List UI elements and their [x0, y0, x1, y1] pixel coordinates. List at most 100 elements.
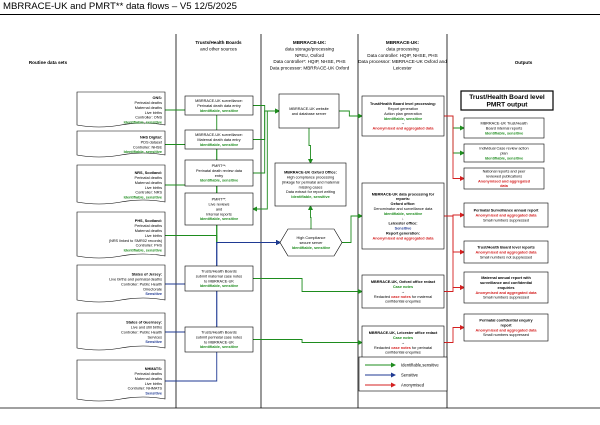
t-case-notes-ox-node — [184, 265, 254, 292]
phs-scotland-text-line: (NRS linked to SMR02 records) — [109, 239, 163, 243]
nhmats-text-line: NHMATS: — [145, 367, 162, 371]
phs-scotland-document-shape — [76, 211, 166, 259]
secure-server-node — [279, 228, 343, 257]
lane-processing-header-line: Leicester — [393, 66, 412, 71]
t-maternal-text-line: MBRRACE-UK surveillance: — [195, 133, 243, 137]
nhs-digital-node — [76, 130, 166, 158]
lane-storage-header-line: data storage/processing — [285, 46, 334, 51]
o-trust-reports-node — [463, 240, 549, 264]
t-pmrt-entry-box — [184, 159, 254, 187]
reports-processing-text-line: Report generation: — [386, 232, 420, 236]
edge-nhmats-to-secure-server — [165, 240, 281, 382]
legend-label: Anonymised — [401, 383, 425, 388]
o-perinatal-enquiry-text-line: report — [501, 323, 513, 327]
reports-processing-text-line: Anonymised and aggregated data — [373, 236, 435, 240]
t-case-notes-lei-text-line: Identifiable, sensitive — [200, 345, 238, 349]
nhmats-text-line: Perinatal deaths — [135, 372, 163, 376]
t-pmrt-reviews-box — [184, 192, 254, 226]
t-perinatal-text-line: MBRRACE-UK surveillance: — [195, 99, 243, 103]
t-pmrt-reviews-text-line: and — [216, 207, 222, 211]
t-pmrt-entry-node — [184, 159, 254, 187]
website-text-line: MBRRACE-UK website — [289, 107, 328, 111]
t-maternal-text-line: Maternal death data entry — [197, 138, 240, 142]
oxford-office-text-line: Data extract for report writing — [286, 190, 335, 194]
o-perinatal-enquiry-text-line: Perinatal confidential enquiry — [479, 319, 533, 323]
lane-processing-header-line: Data processor: MBRRACE-UK Oxford and — [358, 59, 447, 64]
trust-processing-text-line: Identifiable, sensitive — [384, 117, 422, 121]
trust-processing-node — [361, 95, 445, 137]
o-surveillance-report-text-line: Anonymised and aggregated data — [476, 213, 538, 217]
o-perinatal-enquiry-text-line: Small numbers suppressed — [483, 333, 529, 337]
t-case-notes-ox-text-line: Trusts/Health Boards — [201, 270, 237, 274]
leicester-redact-node — [361, 325, 445, 360]
oxford-office-text-line: Identifiable, sensitive — [291, 195, 329, 199]
nhmats-text-line: Live births — [145, 382, 162, 386]
jersey-node — [76, 264, 166, 303]
t-pmrt-reviews-text-line: Live reviews — [209, 202, 230, 206]
leicester-redact-box — [361, 325, 445, 360]
nrs-scotland-text-line: Live births — [145, 186, 162, 190]
o-maternal-report-node — [463, 271, 549, 304]
t-case-notes-ox-box — [184, 265, 254, 292]
reports-processing-text-line: Identifiable, sensitive — [384, 212, 422, 216]
guernsey-document-shape — [76, 312, 166, 351]
trust-processing-text-line: Action plan generation — [384, 112, 422, 116]
o-internal-reports-text-line: MBRRACE-UK Trust/Health — [480, 121, 527, 125]
jersey-text-line: Directorate — [143, 287, 162, 291]
lane-storage-header-line: NPEU, Oxford — [295, 53, 325, 58]
oxford-redact-text-line: Case notes — [393, 285, 413, 289]
o-surveillance-report-box — [463, 202, 549, 228]
o-national-reports-text-line: National reports and peer — [483, 170, 527, 174]
o-trust-reports-text-line: Small numbers not suppressed — [480, 255, 532, 259]
trust-processing-text-line: Report generation — [388, 107, 418, 111]
leicester-redact-text-line: → — [401, 341, 405, 345]
oxford-redact-text-line: → — [401, 290, 405, 294]
ons-document-shape — [76, 91, 166, 128]
oxford-office-text-line: High compliance processing — [287, 176, 335, 180]
lane-storage-header-line: Data processor: MBRRACE-UK Oxford — [270, 66, 350, 71]
phs-scotland-text-line: Controller: PHS — [136, 244, 163, 248]
o-maternal-report-text-line: surveillance and confidential — [480, 281, 532, 285]
edge-leicester-redact-to-o-perinatal-enquiry — [444, 325, 465, 343]
ons-node — [76, 91, 166, 128]
phs-scotland-text-line: Live births — [145, 234, 162, 238]
t-case-notes-lei-node — [184, 326, 254, 353]
o-trust-level-text-line: Trust/Health Board level — [469, 94, 545, 101]
ons-text-line: Perinatal deaths — [135, 101, 163, 105]
reports-processing-text-line: Sensitive — [395, 227, 412, 231]
nhs-digital-text-line: Controller: NHSE — [133, 145, 163, 149]
o-internal-reports-text-line: Identifiable, sensitive — [485, 131, 523, 135]
t-perinatal-node — [184, 95, 254, 116]
trust-processing-text-line: Anonymised and aggregated data — [373, 127, 435, 131]
oxford-redact-text-line: confidential enquiries — [385, 300, 421, 304]
o-action-plan-box — [463, 143, 545, 163]
nrs-scotland-document-shape — [76, 164, 166, 205]
nhmats-text-line: Maternal deaths — [135, 377, 162, 381]
nhmats-text-line: Sensitive — [145, 392, 162, 396]
nrs-scotland-text-line: NRS, Scotland: — [135, 171, 162, 175]
jersey-text-line: Live births and perinatal deaths — [109, 277, 162, 281]
nhs-digital-text-line: PDS dataset — [141, 140, 163, 144]
secure-server-text-line: Identifiable, sensitive — [292, 246, 330, 250]
edge-website-to-t-pmrt-reviews — [252, 110, 279, 212]
legend-label: Identifiable,sensitive — [401, 363, 439, 368]
ons-text-line: Controller: ONS — [135, 116, 162, 120]
ons-text-line: Identifiable, sensitive — [124, 121, 162, 125]
o-perinatal-enquiry-box — [463, 313, 549, 342]
t-pmrt-entry-text-line: entry — [215, 174, 224, 178]
edge-t-case-notes-ox-to-oxford-redact — [253, 278, 363, 294]
nrs-scotland-text-line: Controller: NRS — [135, 191, 162, 195]
nhmats-text-line: Controller: NHMATS — [128, 387, 163, 391]
guernsey-text-line: Sensitive — [145, 340, 162, 344]
lane-trusts-header-line: and other sources — [200, 46, 237, 51]
website-box — [278, 93, 340, 129]
phs-scotland-text-line: Maternal deaths — [135, 229, 162, 233]
reports-processing-text-line: Oxford office: — [391, 202, 416, 206]
o-surveillance-report-text-line: Perinatal Surveillance annual report — [474, 208, 540, 212]
leicester-redact-text-line: Redacted case notes for perinatal — [374, 346, 432, 350]
oxford-redact-text-line: Redacted case notes for maternal — [374, 295, 432, 299]
reports-processing-text-line: reports: — [396, 197, 410, 201]
t-case-notes-lei-text-line: to MBRRACE-UK — [204, 340, 234, 344]
